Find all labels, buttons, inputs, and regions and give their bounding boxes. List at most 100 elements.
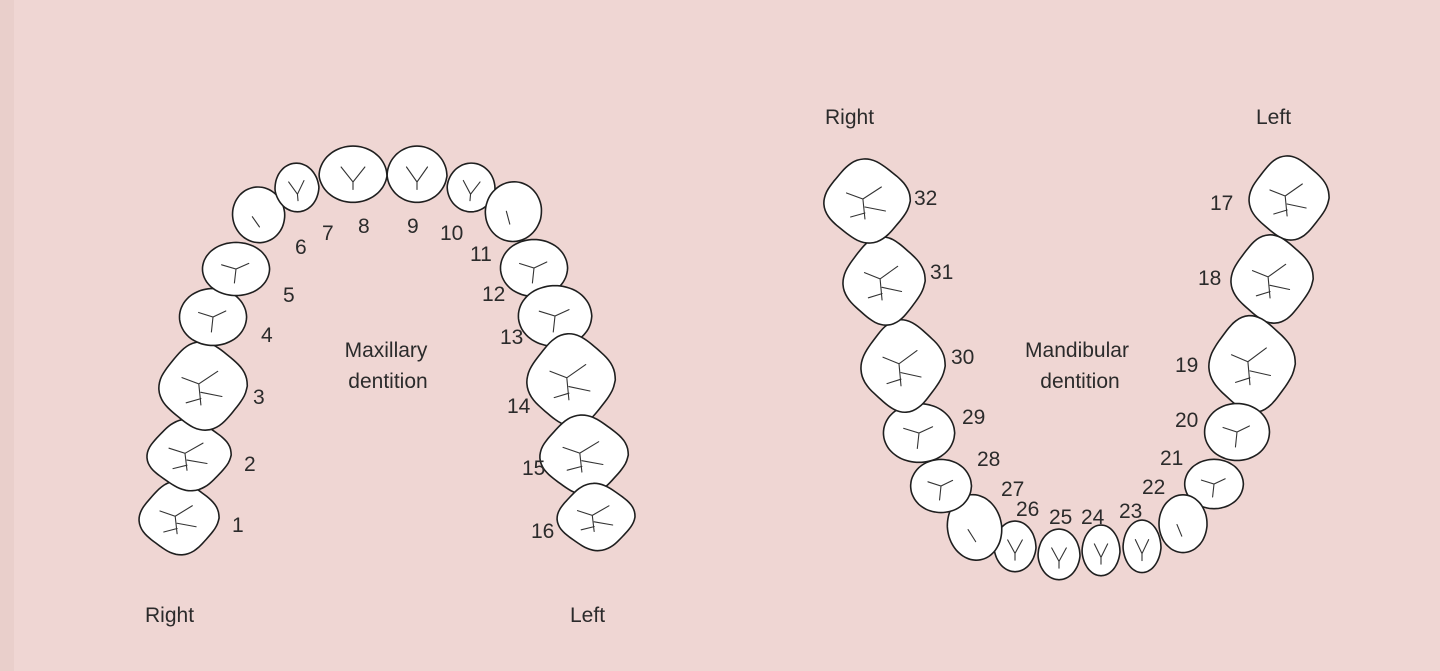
mandibular-tooth-number: 32: [914, 187, 937, 210]
maxillary-tooth-15: [539, 414, 630, 496]
tooth-groove-lines: [562, 441, 604, 473]
tooth-groove-lines: [927, 479, 954, 501]
maxillary-tooth-number: 11: [470, 243, 492, 266]
tooth-groove-lines: [845, 186, 886, 220]
mandibular-tooth-23: [1122, 519, 1162, 574]
mandibular-tooth-number: 20: [1175, 409, 1198, 432]
mandibular-title-line2: dentition: [1040, 370, 1119, 393]
maxillary-tooth-10: [446, 162, 496, 213]
tooth-groove-lines: [519, 261, 548, 284]
maxillary-tooth-2: [146, 418, 233, 492]
maxillary-tooth-number: 4: [261, 324, 273, 347]
maxillary-tooth-number: 9: [407, 215, 419, 238]
mandibular-tooth-17: [1248, 155, 1330, 241]
tooth-crown-outline: [146, 418, 233, 492]
tooth-crown-outline: [526, 332, 617, 428]
mandibular-tooth-18: [1230, 234, 1315, 324]
maxillary-tooth-number: 2: [244, 453, 256, 476]
tooth-groove-lines: [251, 216, 260, 228]
mandibular-tooth-number: 29: [962, 406, 985, 429]
mandibular-tooth-number: 25: [1049, 506, 1072, 529]
mandibular-tooth-number: 19: [1175, 354, 1198, 377]
maxillary-tooth-number: 8: [358, 215, 370, 238]
mandibular-tooth-21: [1183, 458, 1245, 510]
tooth-groove-lines: [1134, 539, 1150, 562]
mandibular-tooth-number: 23: [1119, 500, 1142, 523]
mandibular-tooth-31: [842, 236, 927, 326]
mandibular-tooth-number: 26: [1016, 498, 1039, 521]
mandibular-tooth-19: [1208, 314, 1297, 414]
maxillary-tooth-number: 6: [295, 236, 307, 259]
mandibular-tooth-28: [909, 458, 973, 514]
tooth-crown-outline: [484, 180, 543, 243]
mandibular-tooth-number: 17: [1210, 192, 1233, 215]
maxillary-tooth-14: [526, 332, 617, 428]
maxillary-tooth-number: 3: [253, 386, 265, 409]
mandibular-left-label: Left: [1256, 106, 1291, 129]
maxillary-tooth-9: [386, 145, 448, 204]
tooth-groove-lines: [505, 210, 511, 225]
maxillary-tooth-number: 16: [531, 520, 554, 543]
maxillary-tooth-number: 13: [500, 326, 523, 349]
tooth-crown-outline: [1122, 519, 1162, 574]
tooth-crown-outline: [842, 236, 927, 326]
maxillary-right-label: Right: [145, 604, 194, 627]
tooth-groove-lines: [159, 505, 197, 535]
tooth-groove-lines: [1251, 263, 1291, 299]
tooth-groove-lines: [462, 179, 481, 202]
left-edge-strip: [0, 0, 14, 671]
mandibular-tooth-20: [1203, 402, 1271, 462]
mandibular-tooth-24: [1081, 524, 1121, 577]
maxillary-tooth-number: 7: [322, 222, 334, 245]
maxillary-tooth-1: [138, 480, 220, 556]
maxillary-tooth-number: 12: [482, 283, 505, 306]
mandibular-tooth-30: [860, 318, 947, 414]
mandibular-title-line1: Mandibular: [1025, 339, 1129, 362]
maxillary-tooth-number: 1: [232, 514, 244, 537]
teeth-layer: [138, 145, 1330, 581]
tooth-crown-outline: [318, 145, 388, 204]
maxillary-title-line1: Maxillary: [345, 339, 428, 362]
tooth-crown-outline: [446, 162, 496, 213]
tooth-crown-outline: [158, 341, 249, 431]
maxillary-tooth-number: 15: [522, 457, 545, 480]
tooth-groove-lines: [405, 166, 429, 191]
maxillary-tooth-8: [318, 145, 388, 204]
tooth-groove-lines: [538, 309, 570, 333]
tooth-groove-lines: [168, 442, 208, 471]
mandibular-tooth-number: 30: [951, 346, 974, 369]
tooth-groove-lines: [1200, 478, 1226, 498]
maxillary-tooth-16: [556, 482, 636, 552]
tooth-crown-outline: [860, 318, 947, 414]
tooth-crown-outline: [1158, 494, 1208, 554]
mandibular-right-label: Right: [825, 106, 874, 129]
tooth-groove-lines: [1093, 543, 1109, 565]
tooth-groove-lines: [903, 426, 934, 450]
tooth-crown-outline: [1208, 314, 1297, 414]
tooth-groove-lines: [198, 310, 227, 333]
maxillary-tooth-6: [231, 186, 286, 244]
tooth-crown-outline: [823, 158, 912, 244]
tooth-groove-lines: [340, 166, 366, 191]
tooth-groove-lines: [549, 364, 591, 401]
mandibular-tooth-number: 18: [1198, 267, 1221, 290]
maxillary-tooth-number: 10: [440, 222, 463, 245]
tooth-crown-outline: [138, 480, 220, 556]
maxillary-title-line2: dentition: [348, 370, 427, 393]
tooth-groove-lines: [967, 528, 977, 543]
tooth-crown-outline: [1037, 528, 1081, 581]
maxillary-tooth-7: [274, 162, 320, 213]
mandibular-tooth-22: [1158, 494, 1208, 554]
tooth-crown-outline: [1230, 234, 1315, 324]
tooth-groove-lines: [1222, 425, 1250, 448]
tooth-crown-outline: [539, 414, 630, 496]
tooth-groove-lines: [181, 370, 223, 406]
mandibular-tooth-number: 21: [1160, 447, 1183, 470]
mandibular-tooth-number: 27: [1001, 478, 1024, 501]
tooth-groove-lines: [1269, 183, 1307, 217]
maxillary-tooth-4: [178, 287, 248, 347]
mandibular-tooth-25: [1037, 528, 1081, 581]
tooth-crown-outline: [1248, 155, 1330, 241]
